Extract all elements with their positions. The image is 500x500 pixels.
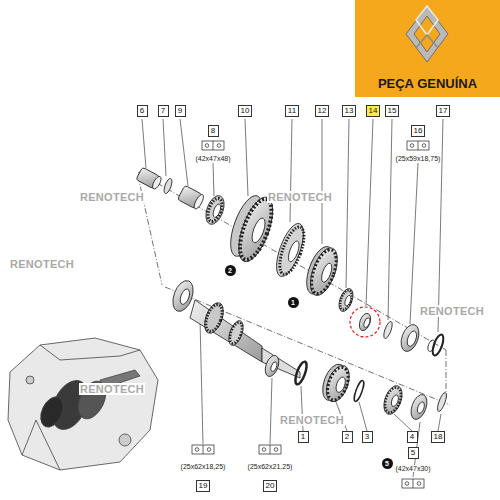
node-text: 15: [388, 106, 397, 115]
highlighted-callout: 14: [366, 105, 381, 117]
node-text: 12: [318, 106, 327, 115]
dimension-label: (25x59x18,75): [395, 155, 442, 162]
node-text: 1: [291, 299, 295, 306]
callout-number: 17: [436, 105, 451, 117]
watermark: RENOTECH: [267, 191, 333, 203]
node-text: 5: [411, 448, 415, 457]
watermark: RENOTECH: [419, 305, 485, 317]
callout-number: 16: [411, 125, 426, 137]
circled-number: 5: [382, 458, 393, 469]
callout-number: 19: [196, 480, 211, 492]
node-text: 14: [369, 106, 378, 115]
node-text: 10: [241, 106, 250, 115]
callout-number: 15: [385, 105, 400, 117]
node-text: 9: [178, 106, 182, 115]
node-text: 19: [199, 481, 208, 490]
callout-number: 4: [407, 431, 418, 443]
node-text: 7: [161, 106, 165, 115]
node-text: 3: [365, 432, 369, 441]
node-text: 13: [345, 106, 354, 115]
callout-number: 10: [238, 105, 253, 117]
node-text: 2: [228, 267, 232, 274]
circled-number: 2: [225, 265, 236, 276]
callout-number: 2: [342, 431, 353, 443]
renault-logo: [402, 4, 452, 64]
node-text: 20: [266, 481, 275, 490]
callout-number: 13: [342, 105, 357, 117]
dimension-label: (42x47x48): [194, 155, 231, 162]
node-text: 16: [414, 126, 423, 135]
brand-badge: PEÇA GENUÍNA: [355, 0, 500, 97]
callout-number: 6: [137, 105, 148, 117]
dimension-label: (25x62x21,25): [247, 463, 294, 470]
callout-number: 1: [298, 431, 309, 443]
node-text: 4: [410, 432, 414, 441]
callout-number: 11: [285, 105, 299, 117]
node-text: 5: [385, 460, 389, 467]
node-text: 11: [288, 106, 296, 115]
dimension-label: (25x62x18,25): [180, 463, 227, 470]
callout-number: 12: [315, 105, 330, 117]
watermark: RENOTECH: [9, 258, 75, 270]
node-text: 8: [211, 126, 215, 135]
node-text: 1: [301, 432, 305, 441]
watermark: RENOTECH: [79, 383, 145, 395]
callout-number: 5: [408, 447, 419, 459]
callout-number: 18: [431, 431, 446, 443]
node-text: 2: [345, 432, 349, 441]
circled-number: 1: [288, 297, 299, 308]
callout-number: 3: [362, 431, 373, 443]
watermark: RENOTECH: [279, 414, 345, 426]
node-text: PEÇA GENUÍNA: [355, 76, 500, 91]
callout-number: 8: [208, 125, 219, 137]
callout-number: 9: [175, 105, 186, 117]
callout-number: 7: [158, 105, 169, 117]
watermark: RENOTECH: [79, 191, 145, 203]
callout-number: 20: [263, 480, 278, 492]
node-text: 17: [439, 106, 448, 115]
dimension-label: (42x47x30): [394, 465, 431, 472]
node-text: 6: [140, 106, 144, 115]
node-text: 18: [434, 432, 443, 441]
